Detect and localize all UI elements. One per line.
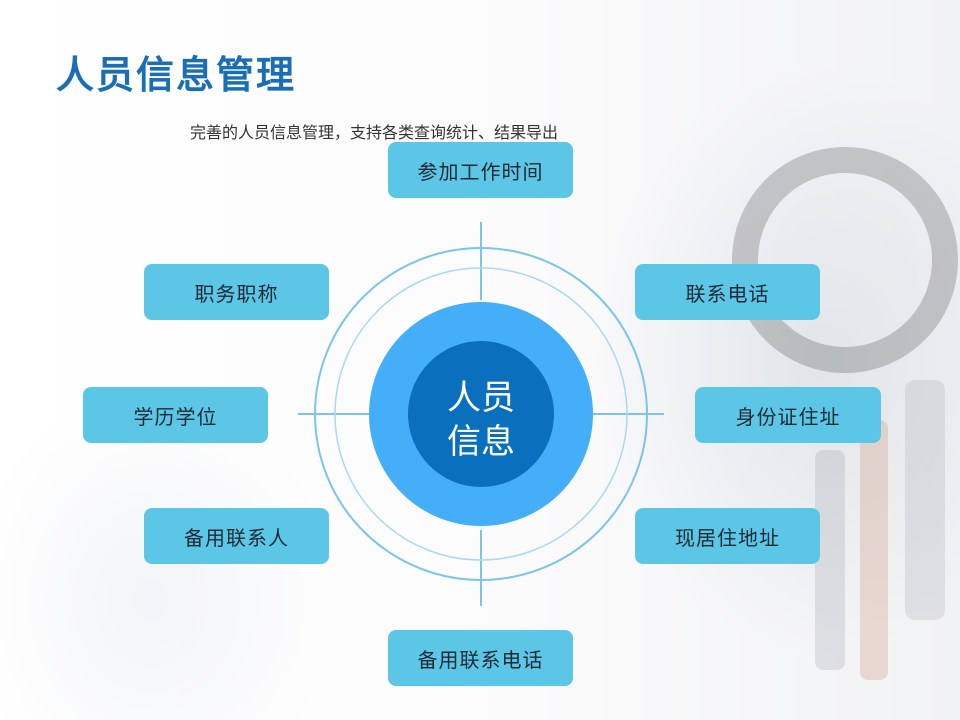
node-upper-left-label: 职务职称 [195,278,279,307]
node-mid-left-label: 学历学位 [134,401,218,430]
node-lower-left: 备用联系人 [144,508,329,564]
node-mid-right-label: 身份证住址 [736,401,841,430]
node-lower-left-label: 备用联系人 [184,522,289,551]
node-top: 参加工作时间 [388,142,573,198]
node-top-label: 参加工作时间 [418,156,544,185]
center-label: 人员 信息 [411,352,551,488]
node-bottom: 备用联系电话 [388,630,573,686]
node-upper-right-label: 联系电话 [686,278,770,307]
center-label-line1: 人员 [447,376,515,420]
node-lower-right-label: 现居住地址 [675,522,780,551]
node-upper-left: 职务职称 [144,264,329,320]
node-bottom-label: 备用联系电话 [418,644,544,673]
node-mid-left: 学历学位 [83,387,268,443]
node-lower-right: 现居住地址 [635,508,820,564]
center-label-line2: 信息 [447,420,515,464]
node-mid-right: 身份证住址 [695,387,881,443]
node-upper-right: 联系电话 [635,264,820,320]
